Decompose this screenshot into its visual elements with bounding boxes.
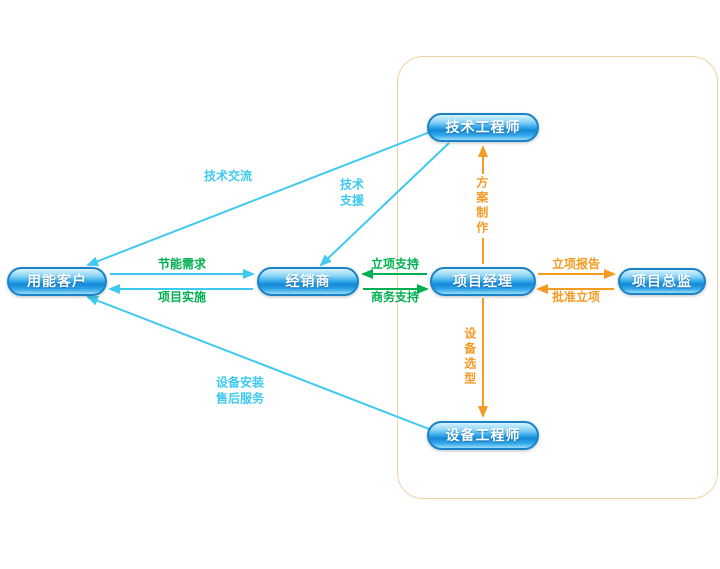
edge-label-business-support: 商务支持 bbox=[370, 290, 420, 305]
edge-label-solution-making: 方案制作 bbox=[473, 174, 489, 238]
group-frame bbox=[397, 56, 718, 499]
edge-label-approval-support: 立项支持 bbox=[370, 257, 420, 272]
node-equipment-engineer: 设备工程师 bbox=[427, 420, 539, 450]
edge-install-after-sales bbox=[86, 295, 430, 430]
edge-label-approval-report: 立项报告 bbox=[551, 257, 601, 272]
edge-label-install-after-sales: 设备安装 售后服务 bbox=[215, 375, 265, 405]
edge-tech-exchange bbox=[86, 131, 431, 267]
edge-label-equipment-selection: 设备选型 bbox=[461, 325, 477, 389]
node-dealer: 经销商 bbox=[257, 266, 359, 296]
edge-label-tech-exchange: 技术交流 bbox=[203, 169, 253, 184]
node-energy-customer: 用能客户 bbox=[7, 266, 107, 296]
node-project-director: 项目总监 bbox=[618, 267, 706, 295]
edge-label-energy-demand: 节能需求 bbox=[157, 257, 207, 272]
edge-label-project-implementation: 项目实施 bbox=[157, 290, 207, 305]
edge-label-tech-support: 技术 支援 bbox=[339, 177, 365, 207]
node-project-manager: 项目经理 bbox=[430, 266, 536, 296]
node-technical-engineer: 技术工程师 bbox=[427, 112, 539, 142]
edge-label-approve-project: 批准立项 bbox=[551, 290, 601, 305]
edge-tech-support bbox=[319, 142, 450, 267]
